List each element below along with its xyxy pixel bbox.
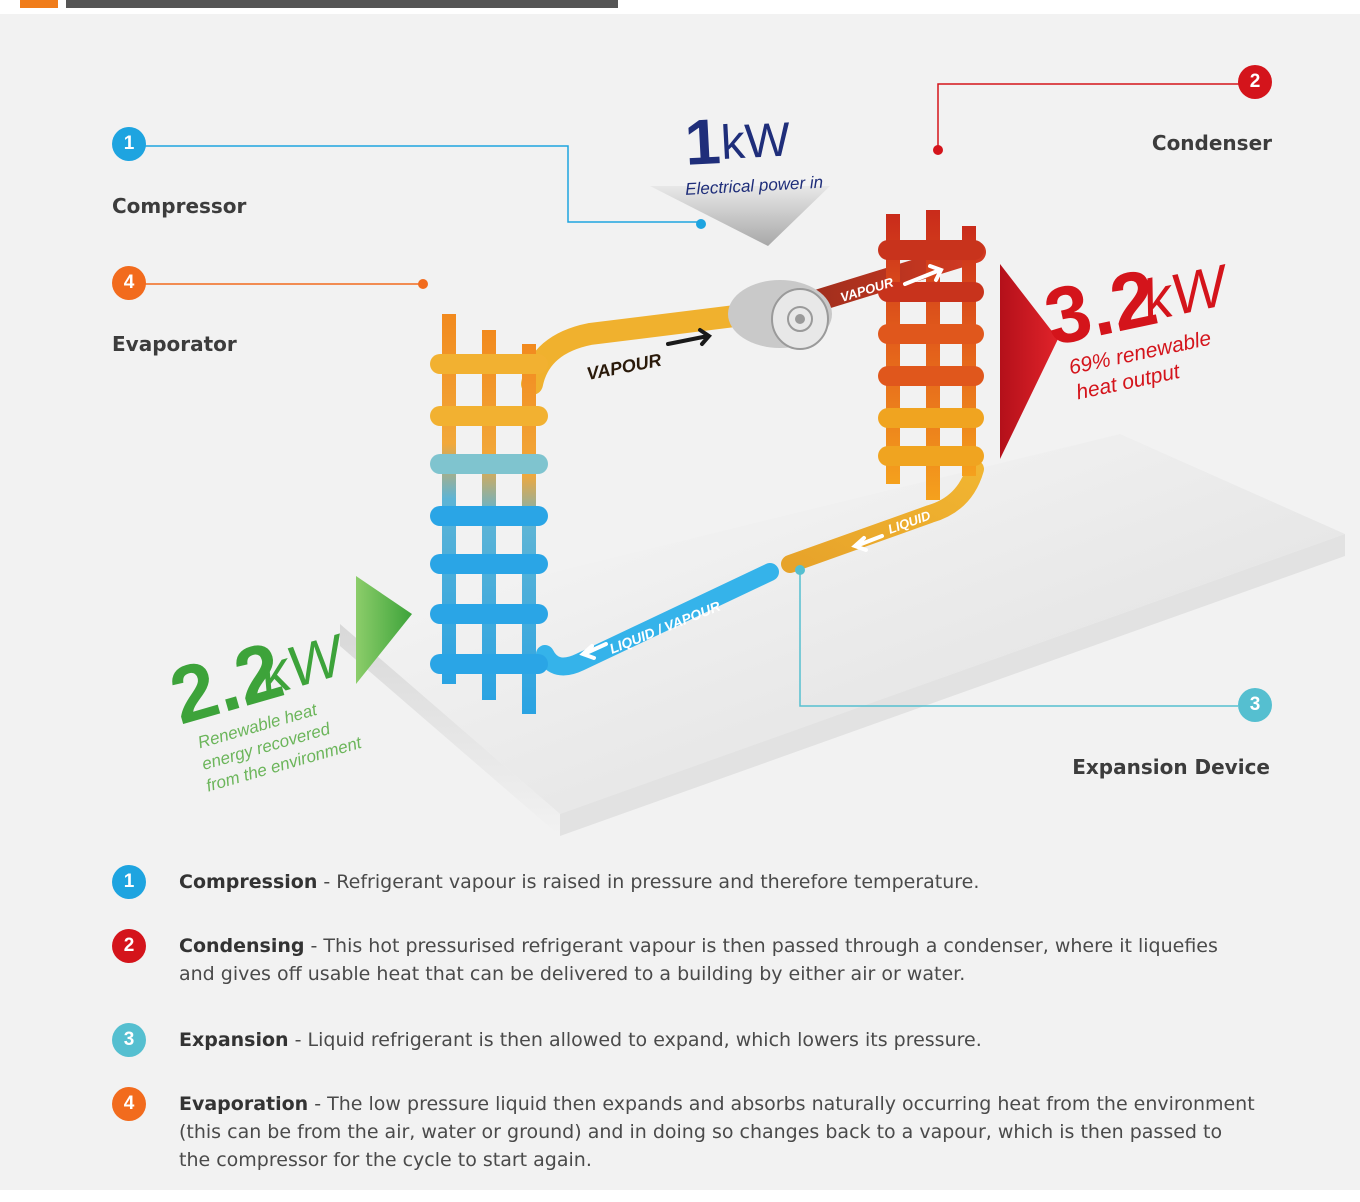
step-2-description: - This hot pressurised refrigerant vapou… — [179, 935, 1218, 985]
step-3-text: Expansion - Liquid refrigerant is then a… — [179, 1026, 1259, 1054]
step-2-title: Condensing — [179, 935, 305, 957]
flow-arrow-vapour-left — [666, 328, 713, 346]
expansion-leader-dot — [795, 565, 805, 575]
expansion-leader-line — [799, 570, 1238, 707]
compressor-badge: 1 — [112, 127, 146, 161]
top-title-strip — [66, 0, 618, 8]
power-in-readout: 1 kW Electrical power in — [683, 105, 824, 199]
evaporator-coil — [430, 314, 548, 714]
heat-pump-cycle-diagram: VAPOUR VAPOUR LIQUID LIQUID / VAPOUR 1 k… — [145, 83, 1345, 836]
power-in-value: 1 — [683, 105, 722, 179]
step-4-title: Evaporation — [179, 1093, 309, 1115]
step-1-badge: 1 — [112, 865, 146, 899]
step-3-title: Expansion — [179, 1029, 289, 1051]
heat-output-arrow — [1000, 264, 1058, 459]
compressor-unit — [728, 280, 832, 350]
power-in-arrow — [650, 186, 830, 246]
heat-output-readout: 3.2 kW 69% renewable heat output — [1037, 252, 1237, 404]
condenser-leader-dot — [933, 145, 943, 155]
evaporator-label: Evaporator — [112, 332, 237, 356]
condenser-label: Condenser — [1151, 131, 1272, 155]
heat-output-unit: kW — [1136, 252, 1237, 334]
condenser-badge: 2 — [1238, 65, 1272, 99]
compressor-leader-line — [145, 145, 700, 223]
flow-arrow-liquid-vapour — [579, 642, 608, 660]
step-2-text: Condensing - This hot pressurised refrig… — [179, 932, 1259, 988]
top-accent-bar — [20, 0, 58, 8]
compressor-label: Compressor — [112, 194, 247, 218]
step-3-description: - Liquid refrigerant is then allowed to … — [288, 1029, 982, 1051]
evaporator-leader-dot — [418, 279, 428, 289]
step-1-description: - Refrigerant vapour is raised in pressu… — [317, 871, 980, 893]
step-4-description: - The low pressure liquid then expands a… — [179, 1093, 1255, 1171]
condenser-leader-line — [937, 83, 1240, 148]
expansion-badge: 3 — [1238, 688, 1272, 722]
vapour-label-left: VAPOUR — [585, 350, 663, 384]
base-slab — [340, 434, 1345, 836]
flow-arrow-liquid — [851, 534, 884, 552]
step-4-text: Evaporation - The low pressure liquid th… — [179, 1090, 1259, 1174]
step-expansion: 3 Expansion - Liquid refrigerant is then… — [112, 1023, 1262, 1093]
step-condensing: 2 Condensing - This hot pressurised refr… — [112, 929, 1262, 999]
compressor-leader-dot — [696, 219, 706, 229]
expansion-label: Expansion Device — [1072, 755, 1270, 779]
heat-pump-infographic: VAPOUR VAPOUR LIQUID LIQUID / VAPOUR 1 k… — [0, 14, 1360, 1190]
power-in-unit: kW — [720, 113, 793, 170]
condenser-coil — [878, 210, 984, 500]
step-compression: 1 Compression - Refrigerant vapour is ra… — [112, 865, 1262, 935]
step-4-badge: 4 — [112, 1087, 146, 1121]
step-2-badge: 2 — [112, 929, 146, 963]
step-1-text: Compression - Refrigerant vapour is rais… — [179, 868, 1259, 896]
evaporator-badge: 4 — [112, 266, 146, 300]
flow-arrow-vapour-right — [903, 264, 944, 286]
step-evaporation: 4 Evaporation - The low pressure liquid … — [112, 1087, 1262, 1171]
step-3-badge: 3 — [112, 1023, 146, 1057]
step-1-title: Compression — [179, 871, 318, 893]
heat-input-arrow — [356, 576, 412, 684]
